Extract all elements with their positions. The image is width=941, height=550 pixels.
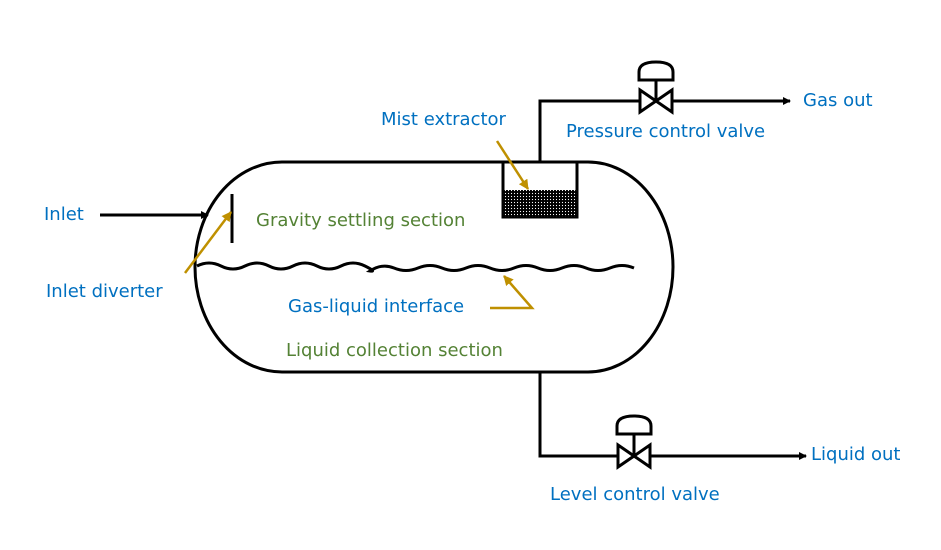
gas-out-label: Gas out — [803, 90, 873, 111]
liquid-collection-label: Liquid collection section — [286, 340, 503, 361]
pressure-control-valve-label: Pressure control valve — [566, 121, 766, 142]
gas-liquid-interface-line — [196, 261, 635, 273]
mist-extractor-label: Mist extractor — [381, 109, 506, 130]
gravity-settling-label: Gravity settling section — [256, 210, 466, 231]
gas-liquid-interface-label: Gas-liquid interface — [288, 296, 465, 317]
gas-outlet-pipe — [538, 99, 640, 162]
mist-extractor-mesh — [503, 190, 577, 217]
mist-extractor-pointer — [495, 140, 530, 190]
level-control-valve-icon — [615, 414, 653, 470]
level-control-valve-label: Level control valve — [550, 484, 720, 505]
inlet-diverter-label: Inlet diverter — [46, 281, 163, 302]
liquid-outlet-pipe — [538, 372, 618, 458]
interface-pointer — [490, 275, 535, 310]
pressure-control-valve-icon — [637, 60, 675, 115]
liquid-out-label: Liquid out — [811, 444, 901, 465]
inlet-label: Inlet — [44, 204, 84, 225]
inlet-diverter-pointer — [184, 211, 232, 274]
